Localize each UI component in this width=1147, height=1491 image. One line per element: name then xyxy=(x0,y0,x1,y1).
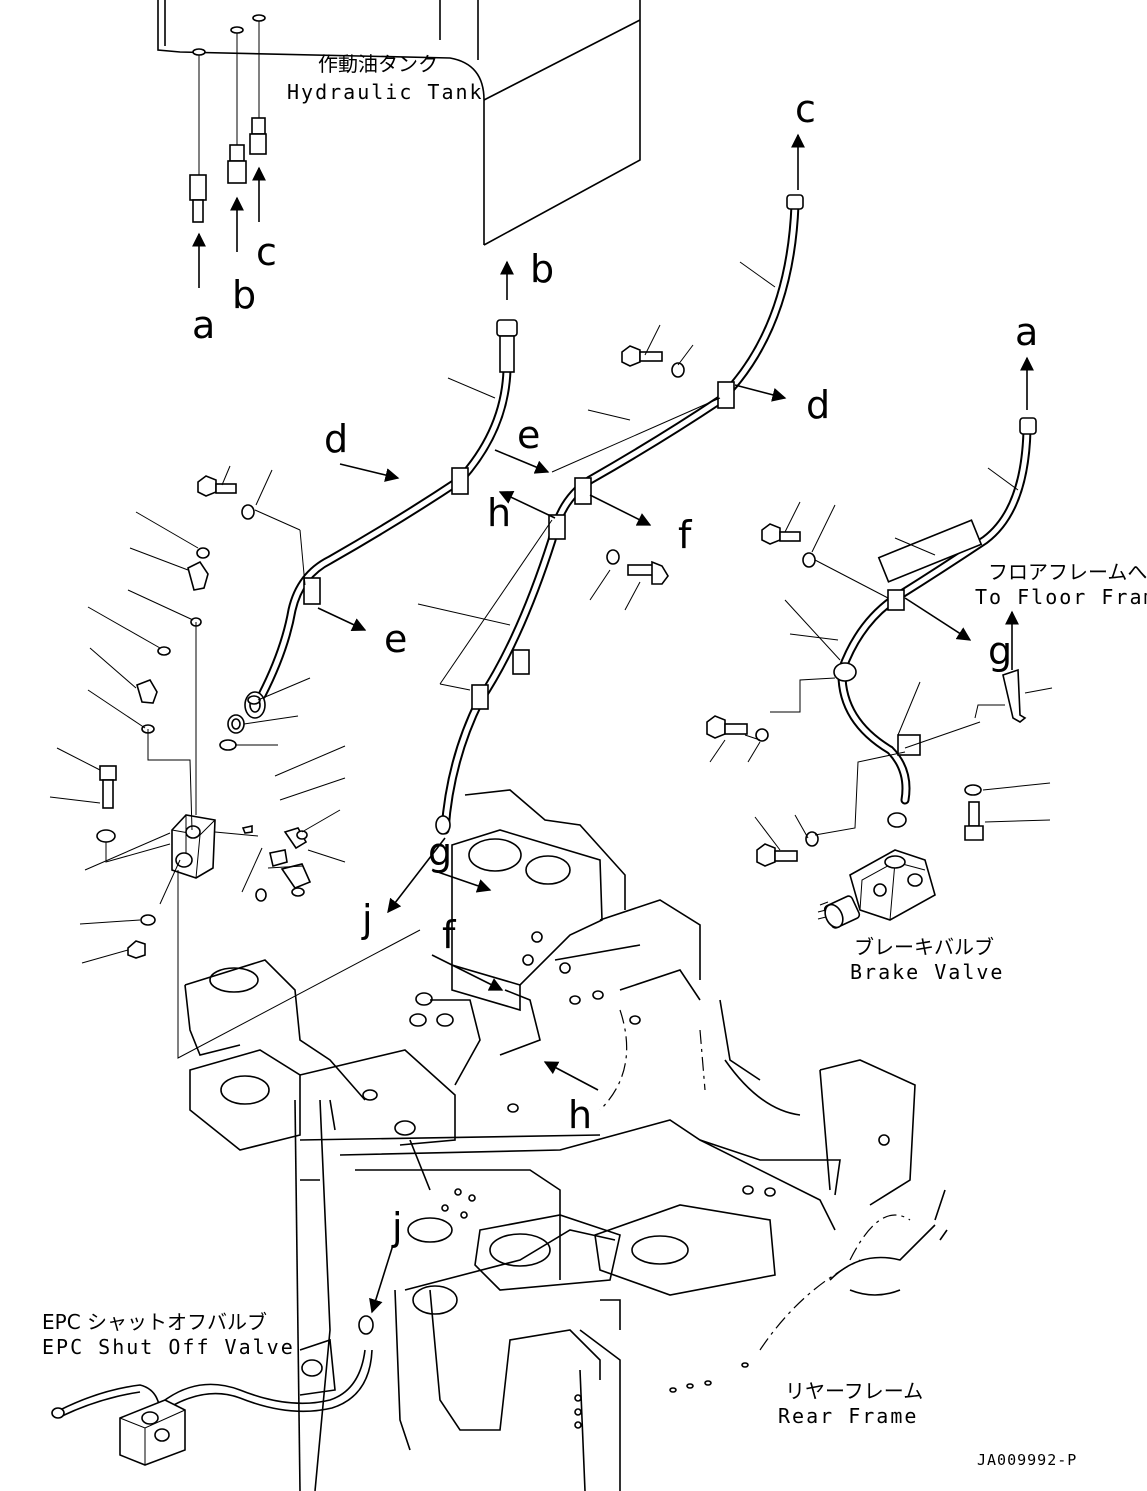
letter-b-tank: b xyxy=(232,273,256,317)
epc-shut-off-valve xyxy=(51,1315,374,1466)
to-floor-frame-label-jp: フロアフレームへ xyxy=(988,560,1147,584)
connection-arrows xyxy=(317,384,1019,1314)
hydraulic-tank-label-jp: 作動油タンク xyxy=(318,52,438,76)
letter-b-hose: b xyxy=(530,247,554,291)
hose-b xyxy=(244,260,518,719)
hydraulic-tank xyxy=(157,0,641,246)
letter-e-left: e xyxy=(384,617,407,661)
letter-c-hose: c xyxy=(795,87,816,131)
letter-j-lower: j xyxy=(391,1205,403,1249)
valve-block-leaders xyxy=(49,511,421,1059)
letter-d-left: d xyxy=(324,417,348,461)
letter-c-tank: c xyxy=(256,230,277,274)
letter-f-middle: f xyxy=(678,513,693,557)
drawing-code: JA009992-P xyxy=(977,1451,1077,1469)
hose-c xyxy=(435,133,805,835)
letter-d-right: d xyxy=(806,383,830,427)
letter-h-middle: h xyxy=(487,491,511,535)
rear-frame-label-jp: リヤーフレーム xyxy=(785,1379,923,1403)
letter-a-tank: a xyxy=(192,303,215,347)
rear-frame-label-en: Rear Frame xyxy=(778,1404,918,1428)
epc-valve-label-en: EPC Shut Off Valve xyxy=(42,1335,295,1359)
letter-j-upper: j xyxy=(361,897,373,941)
brake-valve-label-jp: ブレーキバルブ xyxy=(854,935,994,959)
letter-e-middle: e xyxy=(517,413,540,457)
brake-valve xyxy=(817,849,936,929)
letter-f-lower: f xyxy=(442,913,457,957)
bolts-and-washers xyxy=(197,345,1027,867)
hose-a xyxy=(833,356,1037,828)
to-floor-frame-label-en: To Floor Frame xyxy=(975,585,1147,609)
leader-lines xyxy=(221,261,1053,851)
tank-fittings xyxy=(189,14,267,288)
epc-valve-label-jp: EPC シャットオフバルブ xyxy=(42,1310,267,1334)
hydraulic-tank-label-en: Hydraulic Tank xyxy=(287,80,484,104)
rear-frame xyxy=(184,789,948,1491)
valve-block-assembly xyxy=(96,547,312,959)
brake-valve-label-en: Brake Valve xyxy=(850,960,1004,984)
letter-h-lower: h xyxy=(568,1093,592,1137)
letter-a-hose: a xyxy=(1015,310,1038,354)
letter-g-lower: g xyxy=(428,830,452,874)
letter-g-right: g xyxy=(988,629,1012,673)
